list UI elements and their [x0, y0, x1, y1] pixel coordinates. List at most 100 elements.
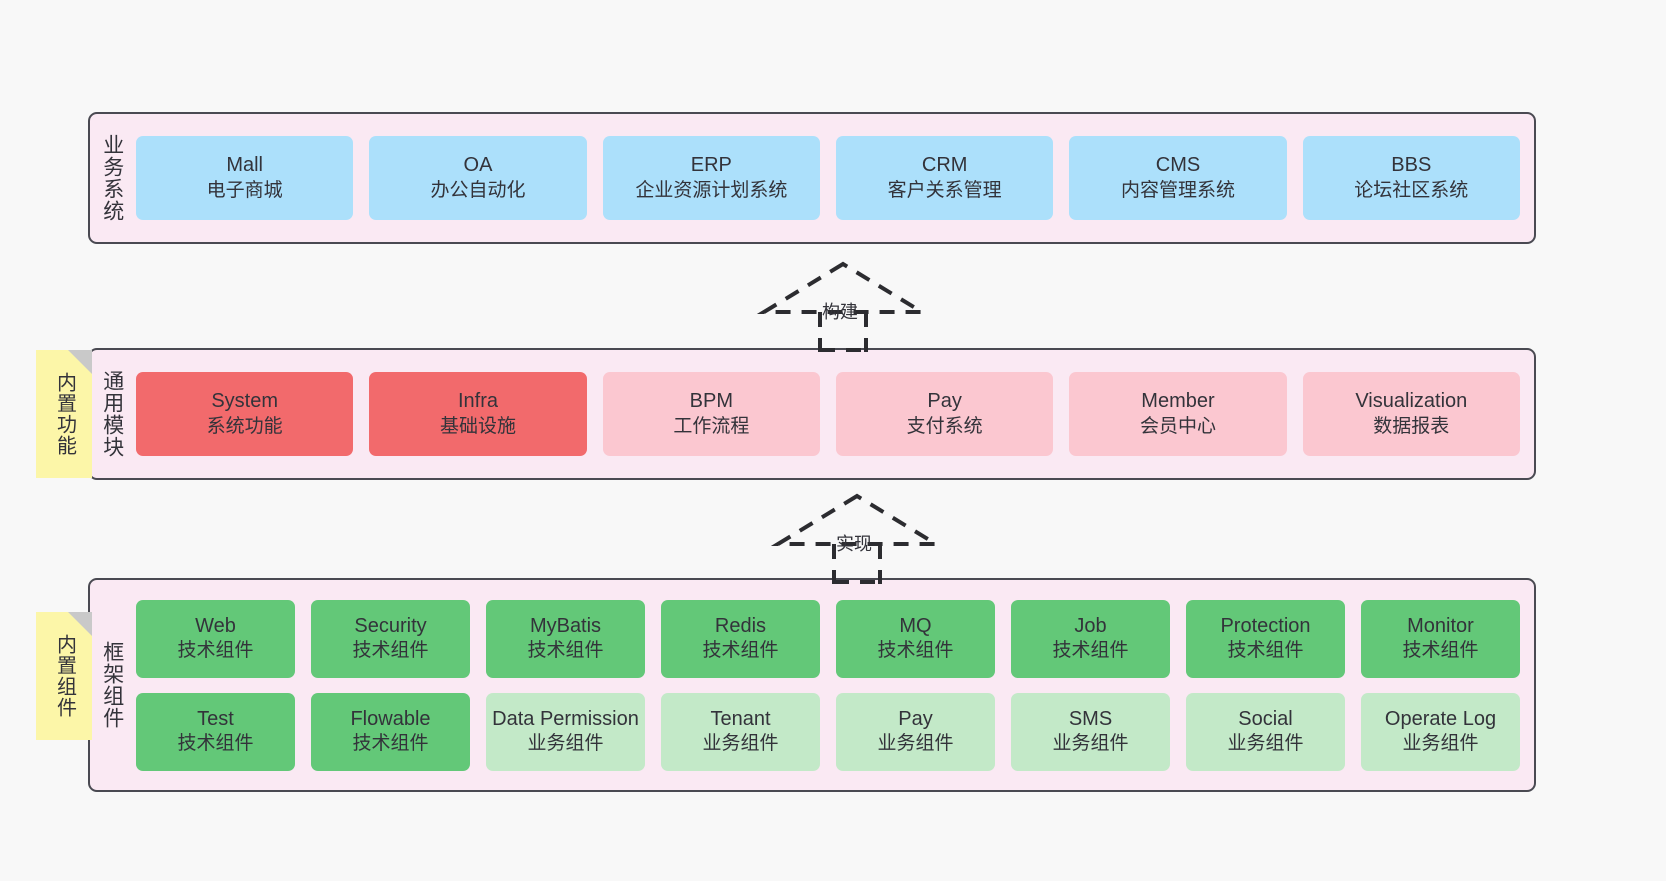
card-visualization[interactable]: Visualization 数据报表	[1302, 372, 1520, 456]
card-subtitle: 技术组件	[1402, 640, 1479, 662]
connector-realize-label: 实现	[836, 534, 872, 554]
card-subtitle: 办公自动化	[430, 179, 526, 201]
card-title: MyBatis	[529, 614, 602, 637]
card-subtitle: 基础设施	[439, 415, 516, 437]
card-title: Member	[1141, 390, 1215, 413]
card-flowable[interactable]: Flowable 技术组件	[311, 692, 470, 771]
card-erp[interactable]: ERP 企业资源计划系统	[602, 136, 820, 220]
card-subtitle: 业务组件	[877, 733, 954, 755]
card-title: Visualization	[1355, 390, 1468, 413]
card-redis[interactable]: Redis 技术组件	[661, 599, 820, 678]
card-title: CRM	[921, 154, 968, 177]
card-protection[interactable]: Protection 技术组件	[1186, 599, 1345, 678]
card-title: Security	[354, 614, 427, 637]
card-cms[interactable]: CMS 内容管理系统	[1069, 136, 1287, 220]
card-operate-log[interactable]: Operate Log 业务组件	[1361, 692, 1520, 771]
card-title: ERP	[690, 154, 732, 177]
card-bbs[interactable]: BBS 论坛社区系统	[1302, 136, 1520, 220]
card-title: Tenant	[710, 707, 771, 730]
card-title: BPM	[689, 390, 733, 413]
card-subtitle: 支付系统	[906, 415, 983, 437]
card-title: SMS	[1068, 707, 1113, 730]
card-subtitle: 技术组件	[352, 640, 429, 662]
sticky-note-built-in-components: 内置组件	[36, 612, 92, 740]
card-title: Mall	[226, 154, 263, 177]
layer-body-common-modules: System 系统功能 Infra 基础设施 BPM 工作流程 Pay 支付系统…	[134, 350, 1534, 478]
card-sms[interactable]: SMS 业务组件	[1011, 692, 1170, 771]
card-mq[interactable]: MQ 技术组件	[836, 599, 995, 678]
card-data-permission[interactable]: Data Permission 业务组件	[486, 692, 645, 771]
card-subtitle: 内容管理系统	[1120, 179, 1235, 201]
card-title: System	[211, 390, 278, 413]
card-system[interactable]: System 系统功能	[136, 372, 354, 456]
card-subtitle: 业务组件	[1402, 733, 1479, 755]
layer-business-systems: 业务系统 Mall 电子商城 OA 办公自动化 ERP 企业资源计划系统 CRM…	[88, 112, 1536, 244]
card-subtitle: 技术组件	[1227, 640, 1304, 662]
card-row: System 系统功能 Infra 基础设施 BPM 工作流程 Pay 支付系统…	[136, 372, 1520, 456]
card-subtitle: 技术组件	[177, 733, 254, 755]
card-oa[interactable]: OA 办公自动化	[369, 136, 587, 220]
card-subtitle: 业务组件	[1052, 733, 1129, 755]
card-subtitle: 电子商城	[206, 179, 283, 201]
card-subtitle: 技术组件	[1052, 640, 1129, 662]
card-pay-business[interactable]: Pay 业务组件	[836, 692, 995, 771]
card-job[interactable]: Job 技术组件	[1011, 599, 1170, 678]
card-monitor[interactable]: Monitor 技术组件	[1361, 599, 1520, 678]
sticky-note-label: 内置组件	[53, 634, 76, 718]
card-subtitle: 技术组件	[877, 640, 954, 662]
realize-arrow-glyph	[770, 493, 944, 584]
card-test[interactable]: Test 技术组件	[136, 692, 295, 771]
card-row: Test 技术组件 Flowable 技术组件 Data Permission …	[136, 692, 1520, 771]
card-subtitle: 业务组件	[527, 733, 604, 755]
card-tenant[interactable]: Tenant 业务组件	[661, 692, 820, 771]
page-fold-icon	[68, 612, 92, 636]
card-mybatis[interactable]: MyBatis 技术组件	[486, 599, 645, 678]
sticky-note-built-in-functions: 内置功能	[36, 350, 92, 478]
card-social[interactable]: Social 业务组件	[1186, 692, 1345, 771]
connector-build: 构建	[748, 258, 938, 357]
build-arrow-glyph	[756, 261, 930, 352]
card-title: Flowable	[350, 707, 431, 730]
card-title: Operate Log	[1384, 707, 1497, 730]
card-subtitle: 技术组件	[177, 640, 254, 662]
layer-title-common-modules: 通用模块	[100, 370, 124, 458]
sticky-note-label: 内置功能	[53, 372, 76, 456]
layer-common-modules: 通用模块 System 系统功能 Infra 基础设施 BPM 工作流程 Pay…	[88, 348, 1536, 480]
layer-title-business-systems: 业务系统	[100, 134, 124, 222]
card-title: Data Permission	[492, 707, 639, 730]
card-subtitle: 业务组件	[702, 733, 779, 755]
card-security[interactable]: Security 技术组件	[311, 599, 470, 678]
card-member[interactable]: Member 会员中心	[1069, 372, 1287, 456]
card-title: Pay	[927, 390, 962, 413]
page-fold-icon	[68, 350, 92, 374]
card-title: OA	[463, 154, 493, 177]
card-title: CMS	[1155, 154, 1201, 177]
card-subtitle: 技术组件	[352, 733, 429, 755]
layer-framework-components: 框架组件 Web 技术组件 Security 技术组件 MyBatis 技术组件…	[88, 578, 1536, 792]
card-subtitle: 数据报表	[1373, 415, 1450, 437]
card-web[interactable]: Web 技术组件	[136, 599, 295, 678]
connector-build-label: 构建	[822, 302, 858, 322]
card-title: Job	[1074, 614, 1107, 637]
card-mall[interactable]: Mall 电子商城	[136, 136, 354, 220]
card-row: Web 技术组件 Security 技术组件 MyBatis 技术组件 Redi…	[136, 599, 1520, 678]
card-subtitle: 业务组件	[1227, 733, 1304, 755]
card-bpm[interactable]: BPM 工作流程	[602, 372, 820, 456]
card-title: BBS	[1391, 154, 1432, 177]
card-subtitle: 会员中心	[1139, 415, 1216, 437]
card-subtitle: 系统功能	[206, 415, 283, 437]
card-row: Mall 电子商城 OA 办公自动化 ERP 企业资源计划系统 CRM 客户关系…	[136, 136, 1520, 220]
layer-body-business-systems: Mall 电子商城 OA 办公自动化 ERP 企业资源计划系统 CRM 客户关系…	[134, 114, 1534, 242]
card-subtitle: 论坛社区系统	[1354, 179, 1469, 201]
card-pay[interactable]: Pay 支付系统	[835, 372, 1054, 456]
card-subtitle: 技术组件	[702, 640, 779, 662]
card-title: Social	[1238, 707, 1293, 730]
card-subtitle: 工作流程	[673, 415, 750, 437]
card-title: Pay	[898, 707, 933, 730]
card-subtitle: 企业资源计划系统	[635, 179, 788, 201]
card-crm[interactable]: CRM 客户关系管理	[835, 136, 1054, 220]
layer-title-framework-components: 框架组件	[100, 641, 124, 729]
card-title: MQ	[899, 614, 932, 637]
card-infra[interactable]: Infra 基础设施	[369, 372, 587, 456]
